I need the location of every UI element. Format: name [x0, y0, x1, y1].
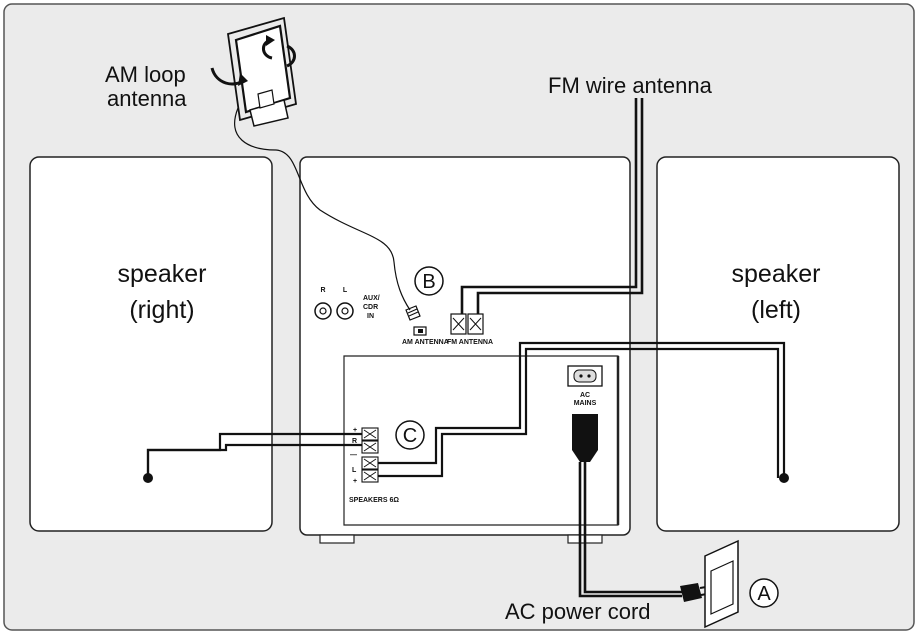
aux-jack-r — [314, 302, 332, 320]
aux-jack-l — [336, 302, 354, 320]
am-loop-antenna-label-1: AM loop — [105, 62, 186, 87]
fm-antenna-terminal — [450, 313, 484, 335]
speaker-left-terminal — [779, 473, 789, 483]
fm-antenna-terminal-label: FM ANTENNA — [447, 339, 493, 346]
speaker-left-label-1: speaker — [732, 260, 821, 288]
speaker-right-label-1: speaker — [118, 260, 207, 288]
sp-minus: — — [350, 452, 357, 459]
ac-mains-label-2: MAINS — [574, 400, 597, 407]
marker-b-circle — [414, 266, 444, 296]
speaker-cables — [146, 341, 786, 478]
marker-c: C — [403, 425, 417, 447]
ac-power-cord — [572, 414, 714, 602]
am-terminal-slot — [418, 329, 423, 333]
fm-wire-antenna-label: FM wire antenna — [548, 73, 713, 98]
aux-label-3: IN — [367, 313, 374, 320]
speaker-right-box — [29, 156, 273, 532]
marker-a-circle — [749, 578, 779, 608]
speaker-left-label-2: (left) — [751, 296, 801, 324]
fm-wire-antenna — [460, 98, 644, 314]
am-loop-antenna-label-2: antenna — [107, 86, 187, 111]
am-antenna-cable — [234, 107, 411, 311]
sp-l-label: L — [352, 467, 357, 474]
aux-label-1: AUX/ — [363, 295, 380, 302]
am-loop-antenna — [210, 16, 297, 127]
unit-foot-left — [319, 534, 355, 544]
ac-mains-socket — [567, 365, 603, 387]
speakers-label: SPEAKERS 6Ω — [349, 497, 399, 504]
sp-r-label: R — [352, 438, 357, 445]
aux-r-label: R — [320, 287, 325, 294]
ac-mains-label-1: AC — [580, 392, 590, 399]
sp-plus-bottom: + — [353, 478, 357, 485]
main-unit — [299, 156, 631, 536]
marker-c-circle — [395, 420, 425, 450]
ac-power-cord-label: AC power cord — [505, 599, 651, 624]
aux-l-label: L — [343, 287, 348, 294]
am-antenna-terminal-label: AM ANTENNA — [402, 339, 449, 346]
speaker-terminals — [361, 427, 379, 483]
wall-outlet — [704, 539, 739, 629]
aux-label-2: CDR — [363, 304, 378, 311]
marker-a: A — [757, 583, 771, 605]
sp-plus-top: + — [353, 427, 357, 434]
marker-b: B — [422, 271, 435, 293]
speaker-right-label-2: (right) — [129, 296, 194, 324]
speaker-right-terminal — [143, 473, 153, 483]
